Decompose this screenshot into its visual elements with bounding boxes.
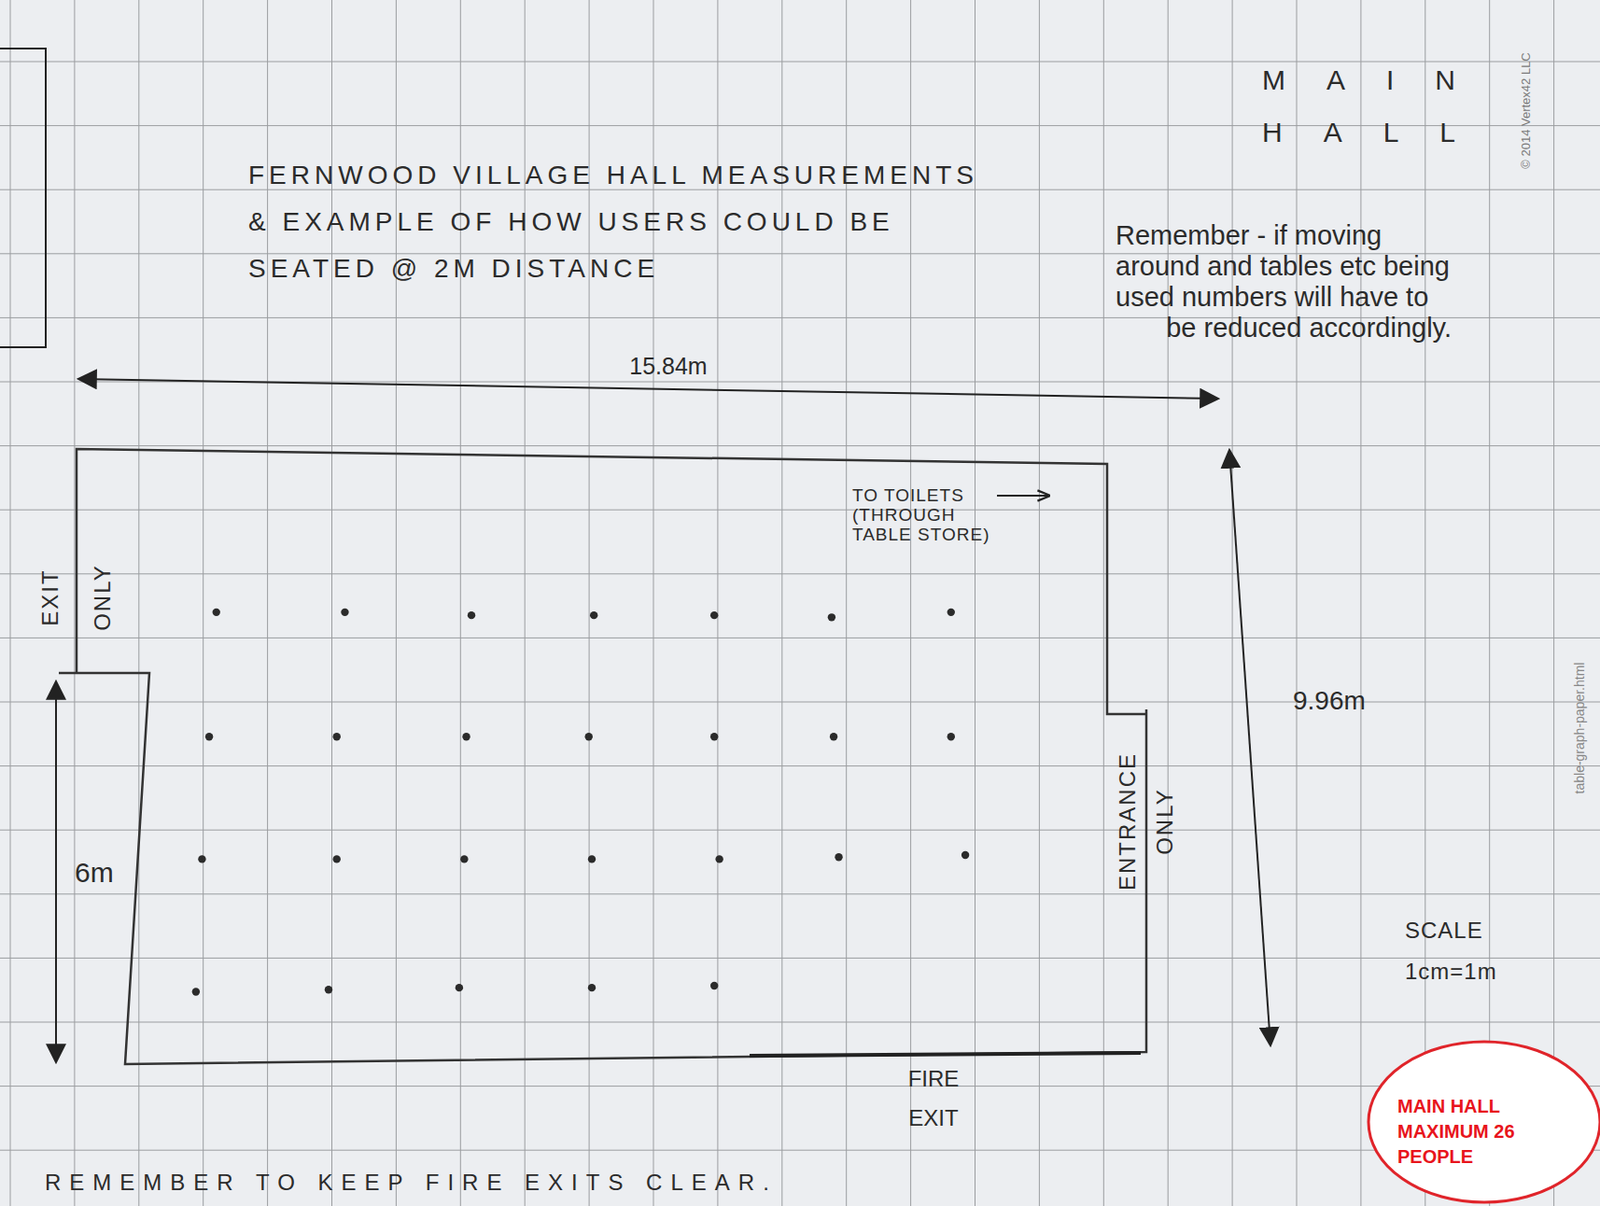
node-text-holder: MAIN HALL MAXIMUM 26 PEOPLE [1366,1039,1529,1170]
copyright-watermark: © 2014 Vertex42 LLC [1518,52,1533,169]
fire-exit-door [749,1052,1141,1056]
grid-line [0,509,1600,511]
seat-dot [212,608,221,617]
grid-line [0,765,1600,767]
grid-line [0,445,1600,447]
grid-line [1232,0,1234,1206]
hall-wall [76,449,1147,715]
grid-line [202,0,204,1206]
seat-dot [947,732,955,741]
room-name: MAIN HALL [1262,54,1543,159]
seat-dot [455,983,464,992]
note-text: Remember - if moving around and tables e… [1115,220,1452,344]
url-watermark: table-graph-paper.html [1571,662,1587,795]
dimension-arrow [55,681,57,1063]
grid-line [0,957,1600,959]
seat-dot [585,732,593,741]
seat-dot [710,611,718,619]
hall-wall [58,673,1147,1065]
grid-line [0,1022,1600,1024]
capacity-text: MAIN HALL MAXIMUM 26 PEOPLE [1397,1094,1529,1170]
title: FERNWOOD VILLAGE HALL MEASUREMENTS & EXA… [248,152,996,293]
door-label: FIRE EXIT [896,1059,971,1138]
grid-line [138,0,140,1206]
grid-line [1424,0,1426,1206]
dimension-label: 9.96m [1292,686,1366,716]
dimension-arrow [78,378,1219,399]
grid-line [1167,0,1169,1206]
door-label: ENTRANCE ONLY [1108,728,1184,915]
grid-line [1103,0,1105,1206]
grid-line [0,1085,1600,1087]
seat-dot [589,611,598,619]
note-text: REMEMBER TO KEEP FIRE EXITS CLEAR. [44,1168,885,1197]
seat-dot [324,985,333,994]
grid-line [1488,0,1490,1206]
direction-note: TO TOILETS (THROUGH TABLE STORE) [852,485,1007,545]
grid-line [0,573,1600,575]
seat-dot [588,983,596,992]
seat-dot [961,851,969,859]
grid-line [0,1150,1600,1151]
seat-dot [333,855,341,863]
page-frame [0,48,46,348]
door-label: EXIT ONLY [24,560,129,635]
direction-arrow [996,494,1050,497]
seat-dot [467,611,476,619]
grid-line [73,0,75,1206]
grid-line [10,0,12,1206]
grid-line [1553,0,1555,1206]
seat-dot [340,608,349,617]
dimension-label: 15.84m [629,352,707,379]
seat-dot [197,855,206,863]
seat-dot [829,732,838,741]
seat-dot [834,853,843,861]
seat-dot [333,732,341,741]
grid-line [0,61,1600,63]
seat-dot [205,732,213,741]
capacity-ellipse: MAIN HALL MAXIMUM 26 PEOPLE [1366,1039,1600,1205]
grid-line [1360,0,1362,1206]
grid-line [0,829,1600,831]
dimension-arrow [1229,449,1271,1046]
scale-note: SCALE 1cm=1m [1404,910,1510,993]
seat-dot [947,608,955,617]
seat-dot [192,987,200,996]
grid-line [0,637,1600,639]
seat-dot [460,855,468,863]
seat-dot [462,732,470,741]
seat-dot [588,855,596,863]
grid-line [1296,0,1298,1206]
seat-dots [192,608,970,997]
grid-line [1038,0,1040,1206]
seat-dot [710,982,718,990]
seat-dot [710,732,718,741]
seat-dot [828,613,836,621]
ellipse-shape [1368,1041,1600,1203]
seat-dot [715,855,723,863]
dimension-label: 6m [74,856,114,889]
grid-line [0,893,1600,895]
